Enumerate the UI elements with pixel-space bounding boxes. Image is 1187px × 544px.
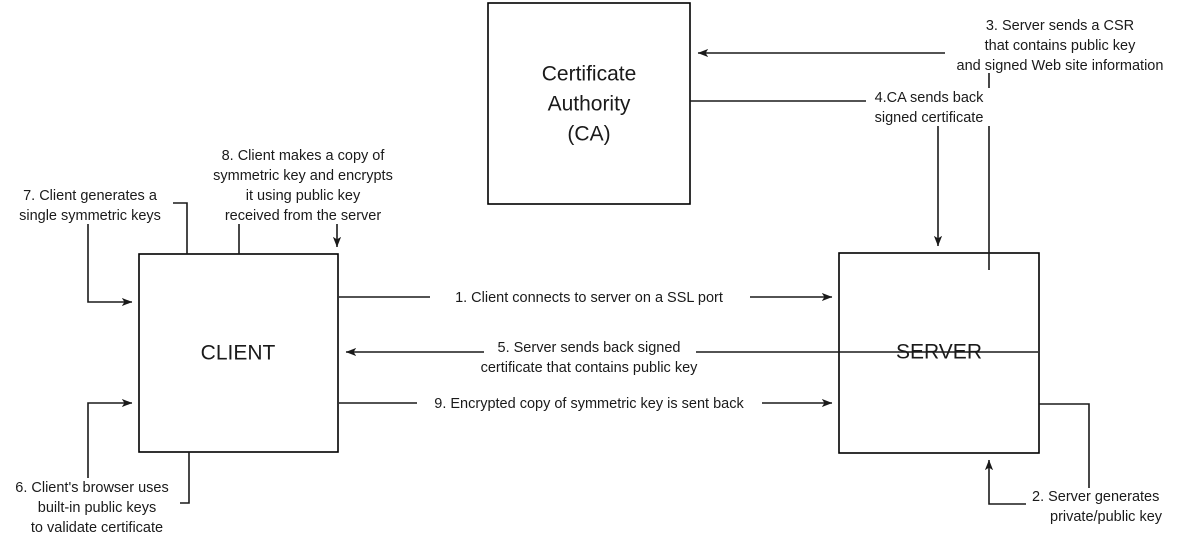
annotation-step-6-line-2: built-in public keys <box>38 500 156 516</box>
leader-step-7-stub <box>170 202 188 254</box>
annotation-step-5-line-1: 5. Server sends back signed <box>498 340 681 356</box>
annotation-step-2-line-2: private/public key <box>1050 509 1163 525</box>
annotation-step-6-line-3: to validate certificate <box>31 520 163 536</box>
annotation-step-4-line-1: 4.CA sends back <box>875 90 985 106</box>
annotation-step-8: 8. Client makes a copy of symmetric key … <box>213 146 395 224</box>
certificate-authority-label-line-1: Certificate <box>542 63 637 86</box>
annotation-step-4-line-2: signed certificate <box>875 110 984 126</box>
certificate-authority-label-line-3: (CA) <box>567 123 610 146</box>
annotation-step-8-backing <box>213 146 395 224</box>
annotation-step-3-backing <box>945 15 1187 73</box>
annotation-step-6: 6. Client's browser uses built-in public… <box>5 478 180 536</box>
certificate-authority-label-line-2: Authority <box>548 93 631 116</box>
annotation-step-8-line-4: received from the server <box>225 208 382 224</box>
node-server[interactable]: SERVER <box>838 252 1040 454</box>
annotation-step-3-line-2: that contains public key <box>985 38 1136 54</box>
node-certificate-authority[interactable]: Certificate Authority (CA) <box>487 2 691 205</box>
annotation-step-6-backing <box>5 478 180 536</box>
annotation-step-4: 4.CA sends back signed certificate <box>866 88 991 126</box>
client-label: CLIENT <box>201 342 276 365</box>
annotation-step-7-line-1: 7. Client generates a <box>23 188 158 204</box>
annotation-step-1-line-1: 1. Client connects to server on a SSL po… <box>455 290 723 306</box>
annotation-step-9-backing <box>417 395 762 413</box>
edge-server-to-ca-csr <box>697 48 990 270</box>
annotation-step-8-line-3: it using public key <box>246 188 361 204</box>
annotation-step-7-backing <box>8 186 173 224</box>
annotation-step-7-line-2: single symmetric keys <box>19 208 161 224</box>
certificate-authority-box[interactable] <box>487 2 691 205</box>
annotation-step-9: 9. Encrypted copy of symmetric key is se… <box>417 395 762 413</box>
edge-client-validate-loop <box>87 398 133 504</box>
node-client[interactable]: CLIENT <box>138 253 339 453</box>
annotation-step-1: 1. Client connects to server on a SSL po… <box>430 289 750 307</box>
annotation-step-1-backing <box>430 289 750 307</box>
annotation-step-3-line-3: and signed Web site information <box>957 58 1164 74</box>
edge-client-symkey-gen <box>87 213 133 307</box>
annotation-step-4-backing <box>866 88 991 126</box>
annotation-step-9-line-1: 9. Encrypted copy of symmetric key is se… <box>434 396 744 412</box>
annotation-step-2-line-1: 2. Server generates <box>1032 489 1159 505</box>
annotation-step-5-backing <box>484 339 696 377</box>
annotation-step-7: 7. Client generates a single symmetric k… <box>8 186 173 224</box>
annotation-step-5: 5. Server sends back signed certificate … <box>481 339 699 377</box>
annotation-step-2: 2. Server generates private/public key <box>1026 488 1187 528</box>
annotation-step-8-line-2: symmetric key and encrypts <box>213 168 393 184</box>
annotation-step-6-line-1: 6. Client's browser uses <box>15 480 168 496</box>
annotation-step-3-line-1: 3. Server sends a CSR <box>986 18 1134 34</box>
annotation-step-2-backing <box>1026 488 1187 528</box>
annotation-step-5-line-2: certificate that contains public key <box>481 360 699 376</box>
client-box[interactable] <box>138 253 339 453</box>
server-box[interactable] <box>838 252 1040 454</box>
annotation-step-3: 3. Server sends a CSR that contains publ… <box>945 15 1187 74</box>
annotation-step-8-line-1: 8. Client makes a copy of <box>222 148 386 164</box>
